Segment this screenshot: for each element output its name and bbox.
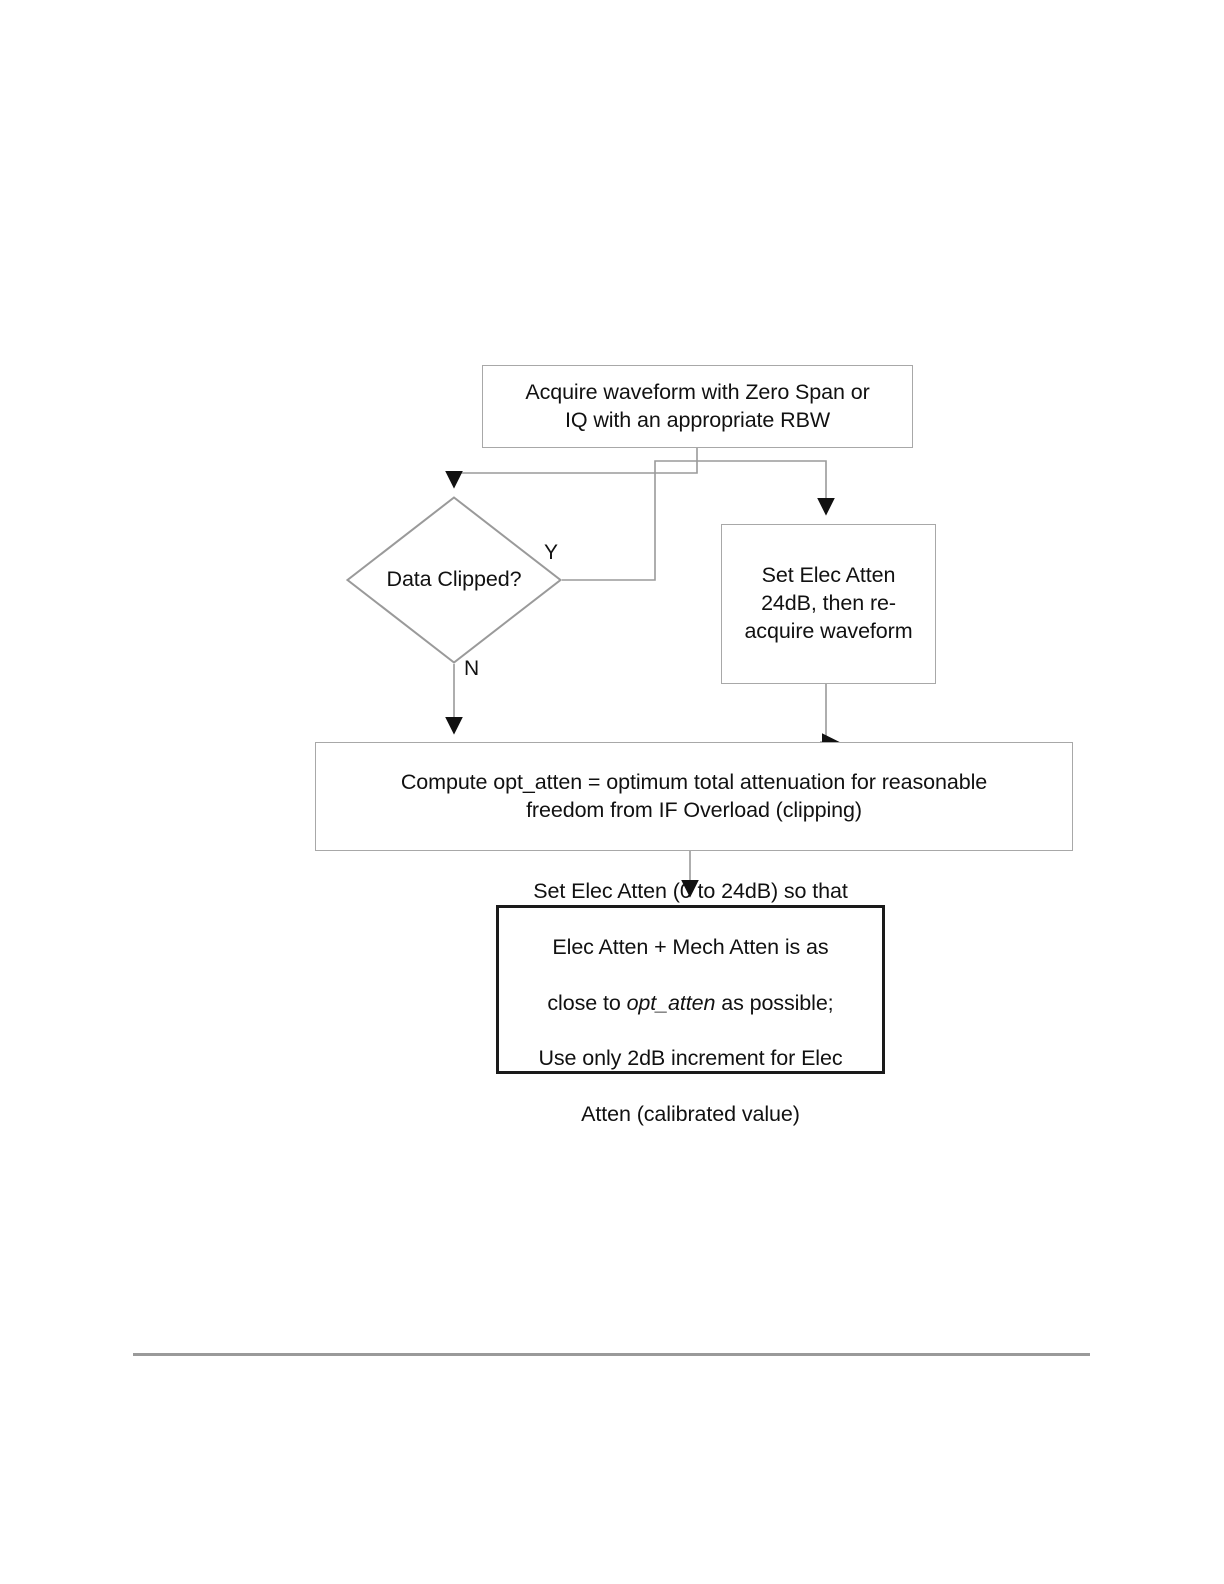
final-line-4: Use only 2dB increment for Elec [538, 1046, 843, 1071]
branch-label-no: N [464, 657, 480, 680]
node-data-clipped-decision: Data Clipped? [346, 496, 562, 664]
node-set-elec-atten-24db-label: Set Elec Atten 24dB, then re- acquire wa… [744, 563, 913, 643]
node-compute-opt-atten-label: Compute opt_atten = optimum total attenu… [400, 769, 988, 822]
final-line-3c: as possible; [715, 990, 834, 1015]
node-set-elec-atten-final-label: Set Elec Atten (0 to 24dB) so that Elec … [533, 850, 848, 1129]
node-compute-opt-atten: Compute opt_atten = optimum total attenu… [315, 742, 1073, 851]
final-line-2: Elec Atten + Mech Atten is as [552, 934, 829, 959]
final-line-3-opt-atten: opt_atten [626, 990, 716, 1015]
diamond-shape [346, 496, 562, 664]
branch-label-yes: Y [544, 541, 559, 564]
node-acquire-waveform-label: Acquire waveform with Zero Span or IQ wi… [525, 379, 870, 432]
node-acquire-waveform: Acquire waveform with Zero Span or IQ wi… [482, 365, 913, 448]
final-line-1: Set Elec Atten (0 to 24dB) so that [533, 878, 848, 903]
node-data-clipped-label: Data Clipped? [386, 567, 522, 592]
footer-divider [133, 1353, 1090, 1356]
node-set-elec-atten-24db: Set Elec Atten 24dB, then re- acquire wa… [721, 524, 936, 684]
final-line-3a: close to [547, 990, 627, 1015]
final-line-5: Atten (calibrated value) [581, 1102, 800, 1127]
node-set-elec-atten-final: Set Elec Atten (0 to 24dB) so that Elec … [496, 879, 885, 1126]
